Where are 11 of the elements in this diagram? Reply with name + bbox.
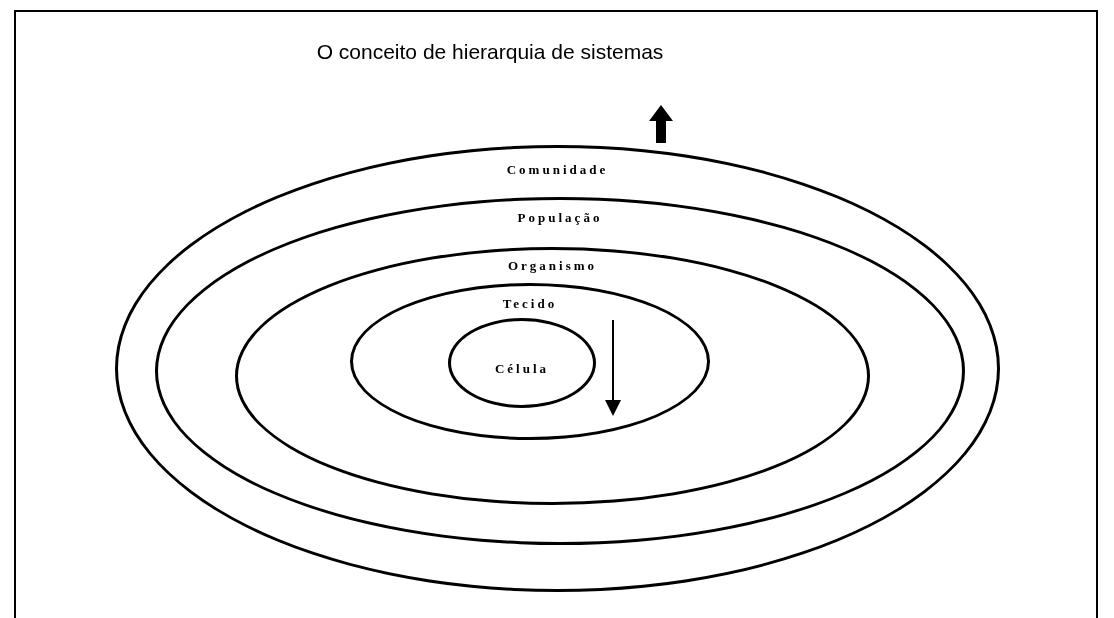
title: O conceito de hierarquia de sistemas (315, 40, 665, 64)
level-ellipse (115, 145, 1000, 592)
level-ellipse (155, 197, 965, 545)
level-label: Organismo (507, 258, 598, 274)
level-label: Comunidade (506, 162, 609, 178)
level-label: População (517, 210, 603, 226)
level-label: Célula (494, 361, 550, 377)
level-ellipse (235, 247, 870, 505)
level-ellipse (350, 283, 710, 440)
level-label: Tecido (502, 296, 558, 312)
level-ellipse (448, 318, 596, 408)
